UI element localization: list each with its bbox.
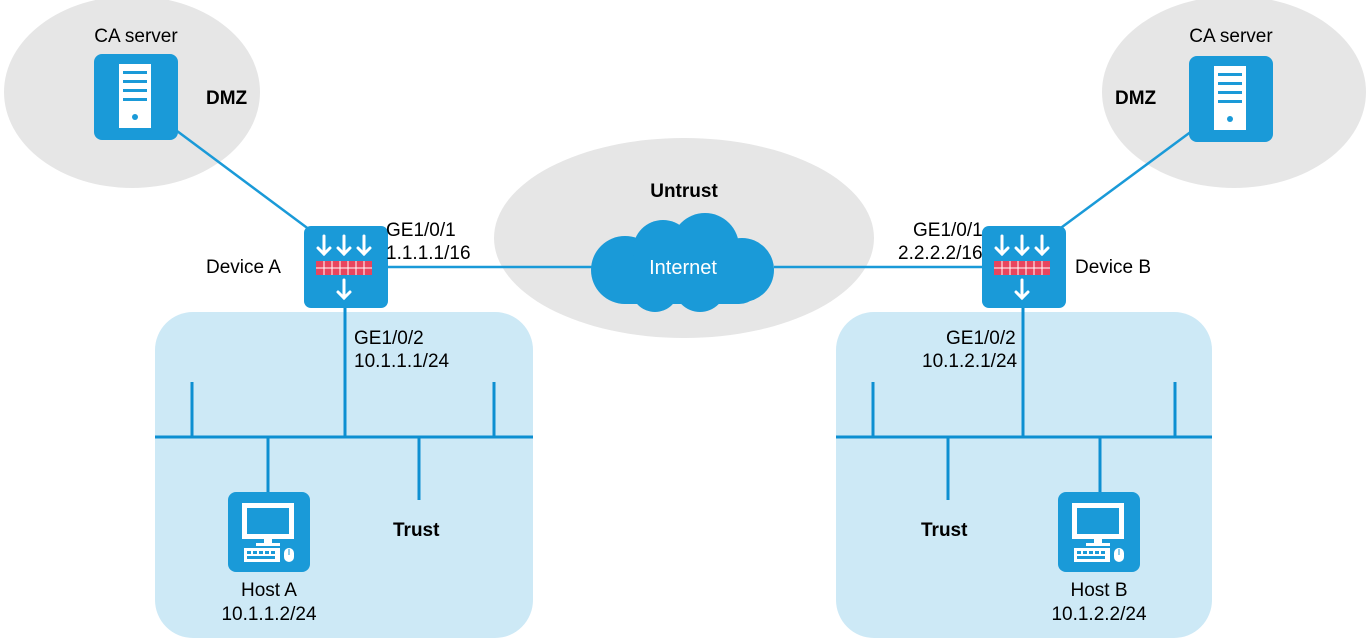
ca-server-left-icon bbox=[94, 54, 178, 140]
device-a-wan-interface: GE1/0/1 bbox=[386, 220, 456, 241]
device-a-firewall-icon bbox=[304, 226, 388, 308]
ca-server-right-label: CA server bbox=[1189, 26, 1273, 47]
host-a-name: Host A bbox=[241, 580, 297, 601]
host-b-computer-icon bbox=[1058, 492, 1140, 572]
host-b-name: Host B bbox=[1070, 580, 1128, 601]
dmz-left-label: DMZ bbox=[206, 88, 248, 109]
host-a-computer-icon bbox=[228, 492, 310, 572]
internet-label: Internet bbox=[649, 257, 717, 279]
trust-right-label: Trust bbox=[921, 520, 968, 541]
device-b-firewall-icon bbox=[982, 226, 1066, 308]
ca-server-right-icon bbox=[1189, 56, 1273, 142]
host-a-ip: 10.1.1.2/24 bbox=[221, 604, 317, 625]
device-b-lan-ip: 10.1.2.1/24 bbox=[922, 351, 1018, 372]
ca-server-left-label: CA server bbox=[94, 26, 178, 47]
device-b-wan-interface: GE1/0/1 bbox=[913, 220, 983, 241]
link-ca-left-device-a bbox=[172, 126, 311, 232]
device-a-lan-ip: 10.1.1.1/24 bbox=[354, 351, 450, 372]
internet-cloud-icon bbox=[591, 213, 774, 312]
host-b-ip: 10.1.2.2/24 bbox=[1051, 604, 1147, 625]
trust-left-label: Trust bbox=[393, 520, 440, 541]
device-b-name: Device B bbox=[1075, 257, 1152, 278]
device-a-name: Device A bbox=[206, 257, 281, 278]
lan-links bbox=[155, 305, 1212, 500]
untrust-label: Untrust bbox=[650, 181, 718, 202]
device-a-wan-ip: 1.1.1.1/16 bbox=[386, 243, 471, 264]
dmz-right-label: DMZ bbox=[1115, 88, 1157, 109]
device-b-lan-interface: GE1/0/2 bbox=[946, 328, 1016, 349]
wan-links bbox=[172, 126, 1197, 269]
device-a-lan-interface: GE1/0/2 bbox=[354, 328, 424, 349]
link-ca-right-device-b bbox=[1057, 126, 1197, 232]
device-b-wan-ip: 2.2.2.2/16 bbox=[898, 243, 983, 264]
